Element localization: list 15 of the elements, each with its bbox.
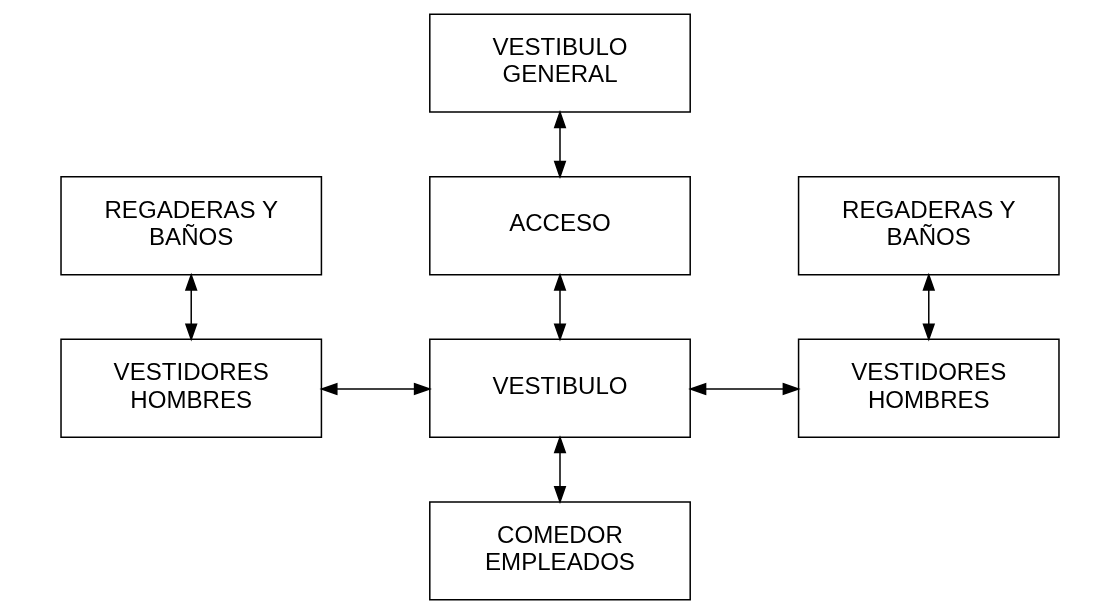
arrow <box>184 272 198 342</box>
arrow <box>319 382 432 396</box>
node-box: REGADERAS Y BAÑOS <box>797 176 1060 276</box>
node-box: VESTIBULO <box>429 338 691 438</box>
arrow <box>553 435 567 505</box>
node-box: COMEDOR EMPLEADOS <box>429 501 691 601</box>
node-box: VESTIBULO GENERAL <box>429 13 691 113</box>
arrow <box>553 110 567 179</box>
arrow <box>688 382 801 396</box>
node-box: ACCESO <box>429 176 691 276</box>
node-box: VESTIDORES HOMBRES <box>60 338 323 438</box>
node-box: REGADERAS Y BAÑOS <box>60 176 323 276</box>
arrow <box>922 272 936 342</box>
arrow <box>553 272 567 342</box>
node-box: VESTIDORES HOMBRES <box>797 338 1060 438</box>
